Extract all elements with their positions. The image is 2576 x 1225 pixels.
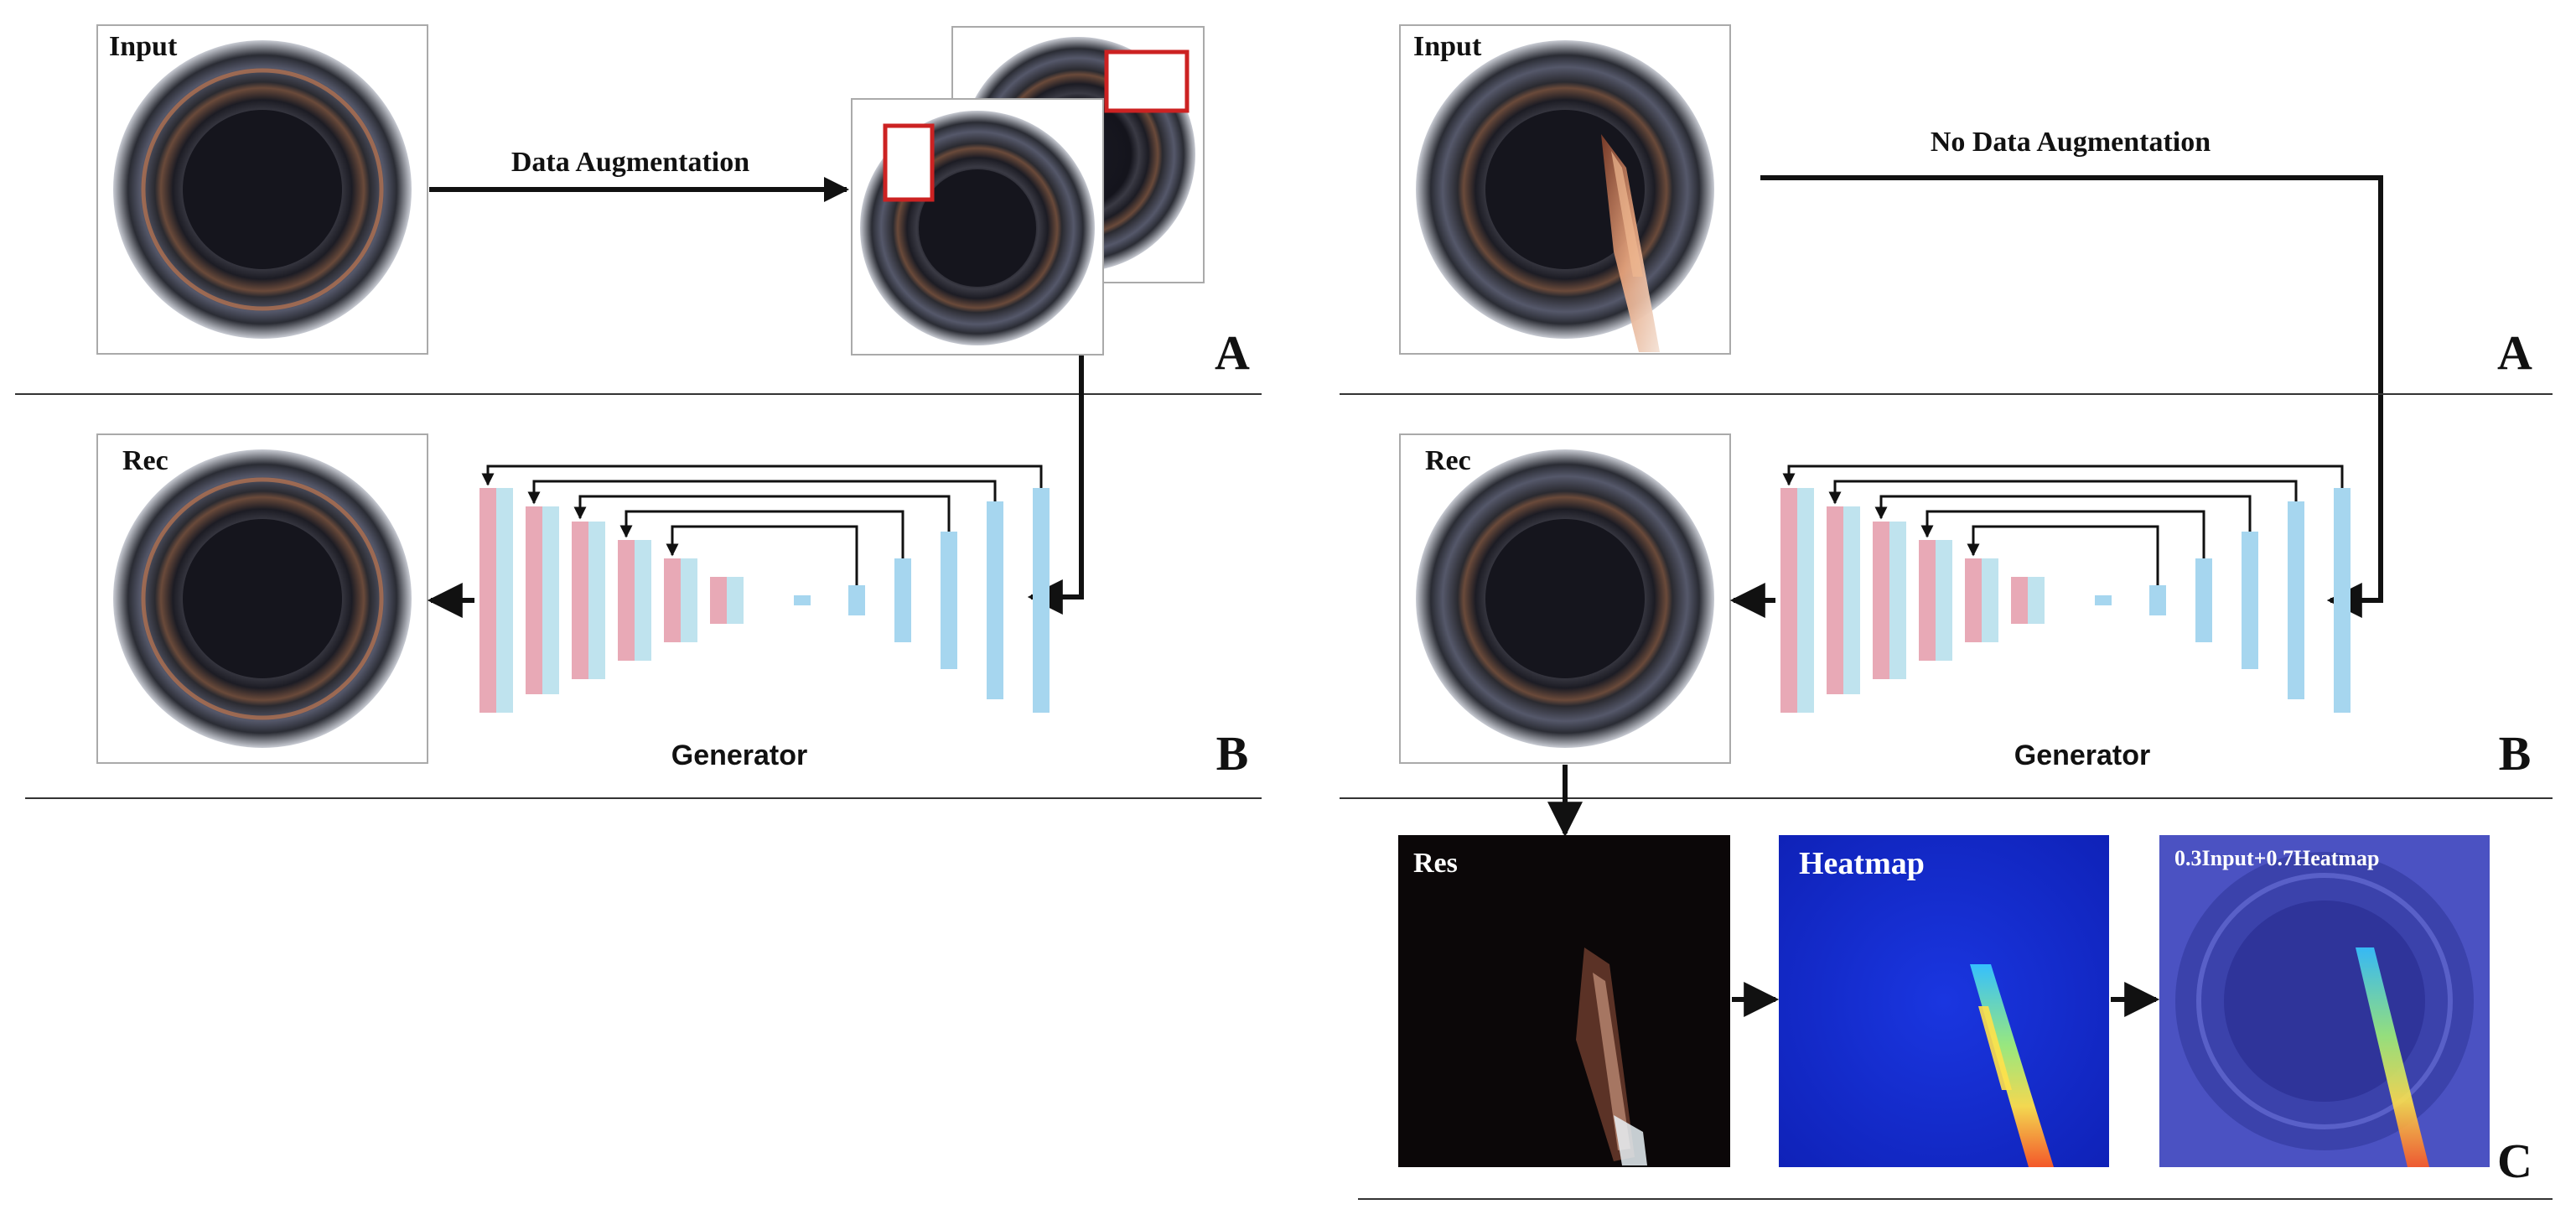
decoder-block [2288,501,2304,699]
heatmap-label: Heatmap [1799,846,1925,881]
right-input-label: Input [1413,31,1482,62]
right-augment-label: No Data Augmentation [1931,127,2211,158]
decoder-block [848,585,865,615]
skip-connection [1782,465,2344,488]
skip-connection [1874,495,2252,532]
left-generator [479,465,1050,713]
augment-mask-box [1104,49,1190,113]
encoder-block [681,558,697,642]
skip-connection [481,465,1043,488]
decoder-block [941,532,957,669]
encoder-block [2028,577,2045,624]
skip-connection [527,480,997,505]
overlay-panel: 0.3Input+0.7Heatmap [2159,835,2490,1167]
right-rec-label: Rec [1425,445,1471,476]
encoder-block [1919,540,1936,661]
skip-connection [619,510,904,558]
encoder-block [635,540,651,661]
bottleneck-block [2095,595,2112,605]
decoder-block [2242,532,2258,669]
augmented-stack [851,26,1205,356]
encoder-block [1843,506,1860,694]
right-rec-panel: Rec [1399,433,1731,764]
decoder-block [987,501,1003,699]
left-rec-label: Rec [122,445,168,476]
right-section-c: C [2497,1134,2532,1188]
skip-connection [1920,510,2205,558]
decoder-block [894,558,911,642]
left-section-a: A [1215,325,1250,380]
encoder-block [618,540,635,661]
right-generator [1780,465,2351,713]
skip-connection [666,525,858,585]
right-generator-label: Generator [2014,740,2151,771]
decoder-block [2149,585,2166,615]
encoder-block [710,577,727,624]
encoder-block [542,506,559,694]
right-input-panel: Input [1399,24,1731,355]
left-section-b: B [1216,726,1249,781]
encoder-block [1965,558,1982,642]
left-augment-label: Data Augmentation [511,147,749,178]
heatmap-panel: Heatmap [1779,835,2109,1167]
left-rec-panel: Rec [96,433,428,764]
encoder-block [1827,506,1843,694]
left-input-label: Input [109,31,178,62]
decoder-block [1033,488,1050,713]
encoder-block [572,522,588,679]
encoder-block [588,522,605,679]
encoder-block [526,506,542,694]
encoder-block [1889,522,1906,679]
bottleneck-block [794,595,811,605]
skip-connection [1828,480,2298,505]
encoder-block [479,488,496,713]
res-label: Res [1413,848,1458,879]
overlay-label: 0.3Input+0.7Heatmap [2174,846,2380,870]
encoder-block [1780,488,1797,713]
augment-mask-box [883,123,935,202]
skip-connection [573,495,951,532]
right-section-b: B [2499,726,2532,781]
left-generator-label: Generator [671,740,808,771]
encoder-block [1797,488,1814,713]
left-input-panel: Input [96,24,428,355]
skip-connection [1967,525,2159,585]
right-section-a: A [2497,325,2532,380]
encoder-block [1936,540,1952,661]
decoder-block [2334,488,2351,713]
encoder-block [1982,558,1998,642]
encoder-block [727,577,744,624]
encoder-block [496,488,513,713]
res-panel: Res [1398,835,1730,1167]
encoder-block [664,558,681,642]
no-augment-arrow [1760,175,2383,618]
encoder-block [1873,522,1889,679]
decoder-block [2195,558,2212,642]
encoder-block [2011,577,2028,624]
